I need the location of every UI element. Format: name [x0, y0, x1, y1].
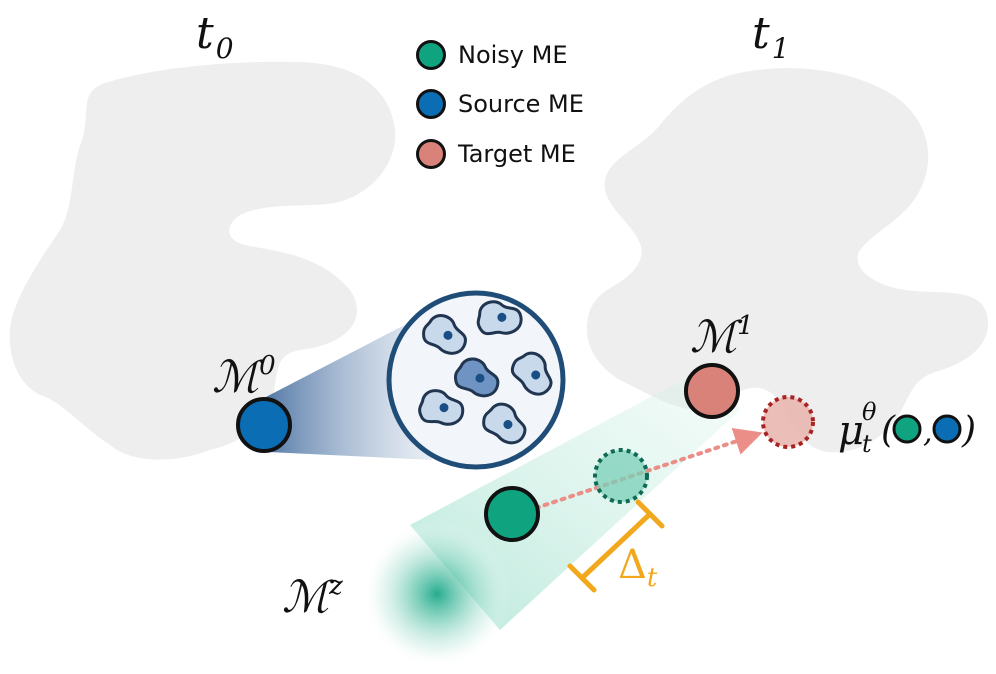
noisy-me-circle — [484, 486, 540, 542]
delta-bracket — [567, 499, 665, 593]
noisy-me-swatch — [416, 40, 446, 70]
cell — [478, 398, 532, 448]
mu-subscript: t — [862, 430, 872, 458]
source-me-label: ℳ0 — [212, 351, 276, 403]
mu-close-paren: ) — [961, 410, 976, 451]
noise-label: ℳz — [282, 571, 343, 623]
cell — [470, 292, 527, 344]
cell — [504, 345, 563, 401]
mu-source-dot — [932, 414, 962, 444]
blob-t1 — [586, 68, 989, 453]
target-me-swatch — [416, 139, 446, 169]
legend-label-target: Target ME — [458, 140, 576, 168]
blob-t0 — [9, 61, 396, 460]
legend-label-source: Source ME — [458, 90, 584, 118]
t1-label: t1 — [752, 8, 790, 65]
delta-label: Δt — [618, 542, 658, 593]
source-me-circle — [236, 397, 292, 453]
source-me-swatch — [416, 89, 446, 119]
t0-label: t0 — [196, 8, 234, 65]
mu-superscript: θ — [862, 398, 877, 426]
mu-open-paren: ( — [881, 410, 896, 451]
predicted-target-circle — [761, 395, 815, 449]
legend-item-noisy: Noisy ME — [416, 40, 568, 70]
cell — [452, 356, 502, 399]
intermediate-noisy-circle — [593, 448, 649, 504]
legend-label-noisy: Noisy ME — [458, 41, 568, 69]
target-me-circle — [684, 363, 740, 419]
target-me-label: ℳ1 — [690, 311, 754, 363]
cell — [419, 311, 471, 358]
noise-distribution — [363, 520, 511, 668]
trajectory-arrow — [534, 428, 763, 510]
cell — [415, 384, 467, 431]
cell-zoom-view — [386, 290, 566, 470]
source-zoom-cone — [264, 318, 432, 460]
mu-symbol: μ — [838, 408, 864, 454]
velocity-expression: μ θ t ( , ) — [838, 398, 976, 458]
mu-noisy-dot — [892, 414, 922, 444]
legend-item-target: Target ME — [416, 139, 576, 169]
legend-item-source: Source ME — [416, 89, 584, 119]
mu-comma: , — [923, 415, 933, 450]
